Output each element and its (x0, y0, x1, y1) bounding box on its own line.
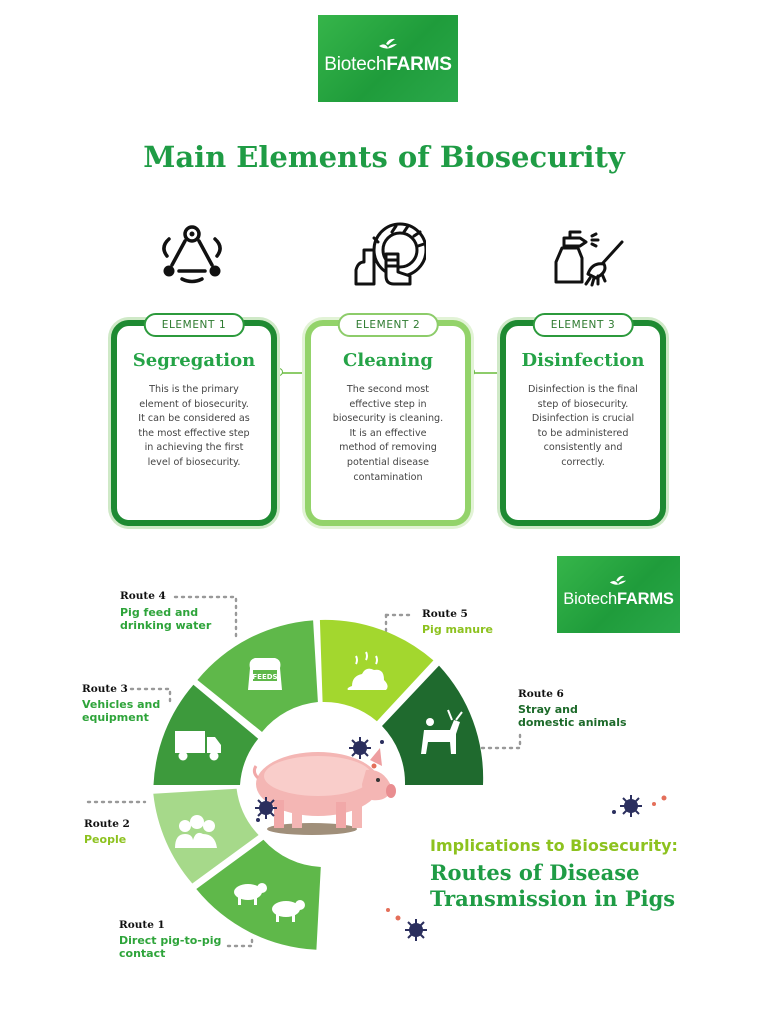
route-2: Route 2 People (84, 818, 130, 846)
pigs-icon (234, 883, 305, 922)
connector-line (468, 372, 504, 374)
virus-icon (404, 918, 428, 942)
wheel-segment-route-3 (153, 684, 259, 785)
pig-illustration (252, 748, 396, 828)
element-card-disinfection: ELEMENT 3 Disinfection Disinfection is t… (500, 313, 666, 526)
virus-icon (348, 736, 372, 760)
connector-line (276, 372, 312, 374)
brand-logo: BiotechFARMS (557, 556, 680, 633)
route-5: Route 5 Pig manure (422, 608, 493, 636)
virus-icon (619, 794, 643, 818)
element-card-cleaning: ELEMENT 2 Cleaning The second most effec… (305, 313, 471, 526)
element-description: Disinfection is the final step of biosec… (528, 384, 638, 468)
truck-icon (175, 731, 221, 761)
logo-text: BiotechFARMS (563, 590, 674, 608)
element-title: Cleaning (343, 350, 433, 371)
element-title: Segregation (132, 350, 256, 371)
routes-wheel-diagram: FEEDS (86, 595, 522, 950)
animals-icon (421, 709, 463, 754)
leaf-icon (609, 575, 627, 585)
route-1: Route 1 Direct pig-to-pig contact (119, 919, 222, 960)
brand-logo: BiotechFARMS (318, 15, 458, 102)
spray-brush-icon (554, 230, 624, 287)
gloves-boots-icon (354, 222, 426, 286)
page-title: Main Elements of Biosecurity (143, 140, 625, 174)
element-badge: ELEMENT 3 (532, 313, 634, 337)
manure-icon (347, 651, 388, 690)
element-badge: ELEMENT 2 (337, 313, 439, 337)
logo-text: BiotechFARMS (324, 53, 452, 75)
route-4: Route 4 Pig feed and drinking water (120, 590, 212, 632)
element-description: The second most effective step in biosec… (332, 384, 444, 483)
implications-subtitle: Implications to Biosecurity: (430, 836, 678, 855)
element-title: Disinfection (521, 350, 645, 371)
route-3: Route 3 Vehicles and equipment (82, 683, 161, 724)
network-icon (162, 225, 222, 284)
feeds-label: FEEDS (252, 673, 277, 681)
virus-particles (254, 736, 667, 942)
element-description: This is the primary element of biosecuri… (138, 384, 250, 468)
virus-icon (254, 796, 278, 820)
element-badge: ELEMENT 1 (143, 313, 245, 337)
leaf-icon (379, 38, 397, 49)
element-card-segregation: ELEMENT 1 Segregation This is the primar… (111, 313, 277, 526)
wheel-segment-route-6 (382, 665, 484, 785)
route-6: Route 6 Stray and domestic animals (518, 688, 627, 729)
routes-title: Routes of Disease Transmission in Pigs (430, 860, 676, 911)
people-icon (175, 815, 217, 848)
